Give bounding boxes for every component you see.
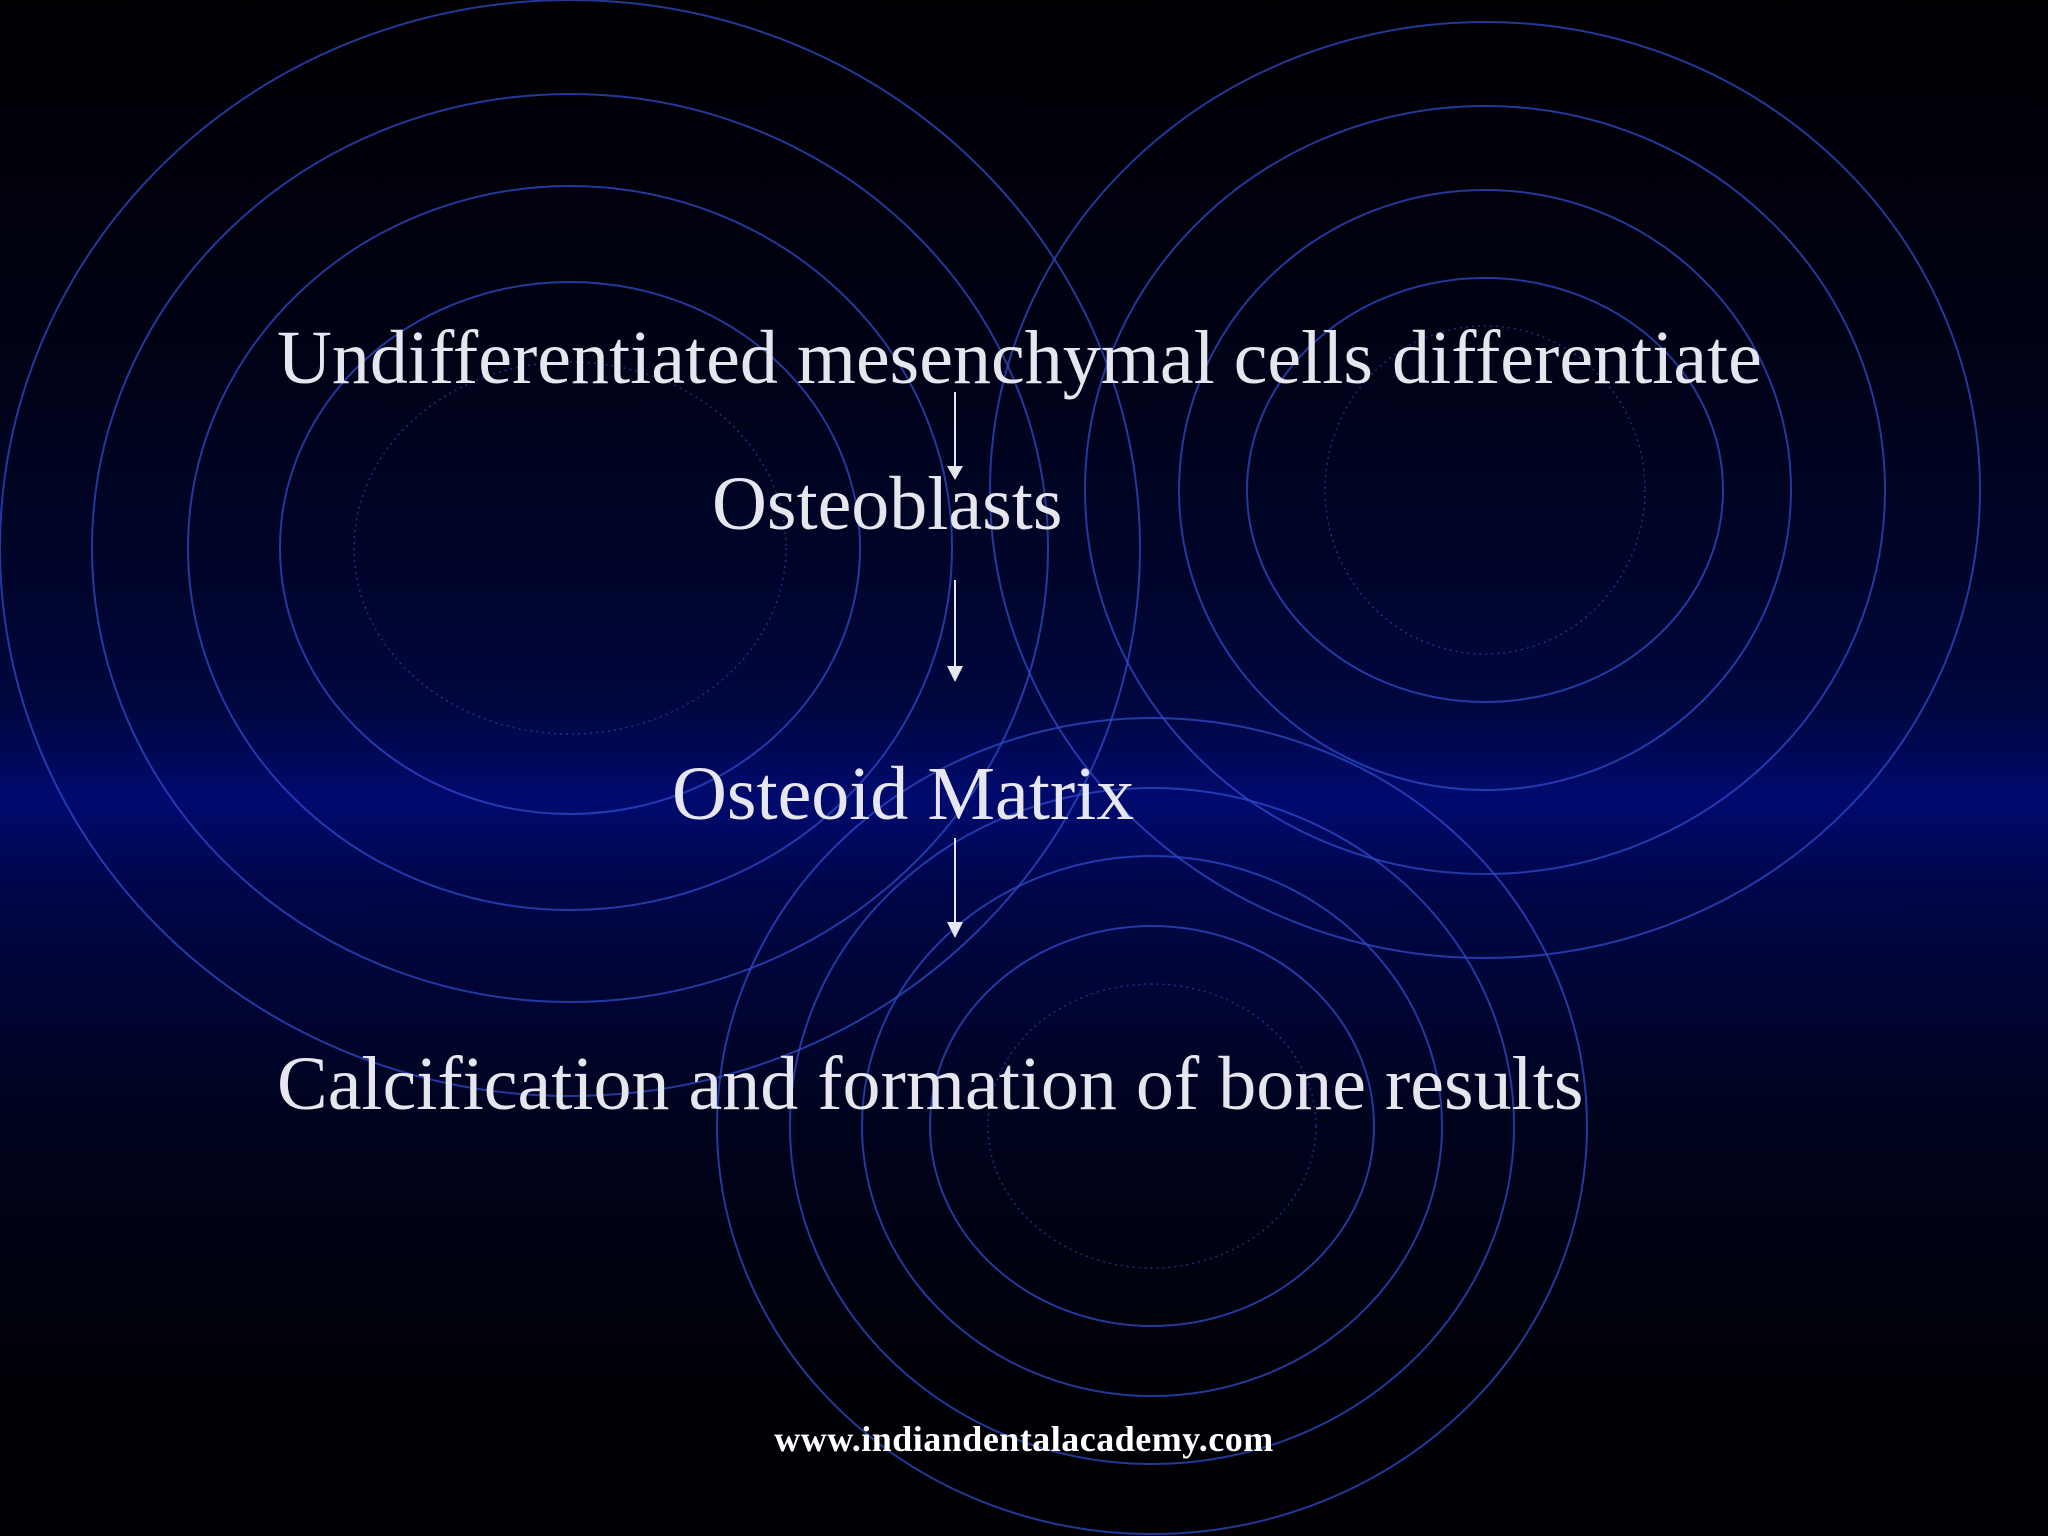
ring xyxy=(1178,189,1792,791)
step-calcification: Calcification and formation of bone resu… xyxy=(277,1042,1584,1126)
down-arrow-icon xyxy=(947,392,963,480)
ring-dotted xyxy=(987,983,1317,1269)
ring xyxy=(279,281,861,815)
ring xyxy=(0,0,1141,1097)
ring xyxy=(861,855,1443,1397)
ring-group-left xyxy=(0,0,1141,1097)
ring xyxy=(716,717,1588,1535)
ring-group-right xyxy=(989,21,1981,959)
ring xyxy=(929,925,1375,1327)
step-undifferentiated-cells: Undifferentiated mesenchymal cells diffe… xyxy=(277,316,1762,400)
ring-dotted xyxy=(353,361,787,735)
ring xyxy=(789,787,1515,1465)
ring xyxy=(1084,105,1886,875)
ring xyxy=(187,185,953,911)
footer-url: www.indiandentalacademy.com xyxy=(774,1419,1274,1459)
down-arrow-icon xyxy=(947,580,963,682)
step-osteoblasts: Osteoblasts xyxy=(712,462,1063,546)
ring xyxy=(989,21,1981,959)
down-arrow-icon xyxy=(947,838,963,938)
ring-dotted xyxy=(1324,325,1646,655)
step-osteoid-matrix: Osteoid Matrix xyxy=(672,752,1135,836)
ring xyxy=(91,93,1049,1003)
ring-group-bottom xyxy=(716,717,1588,1535)
ring xyxy=(1246,277,1724,703)
